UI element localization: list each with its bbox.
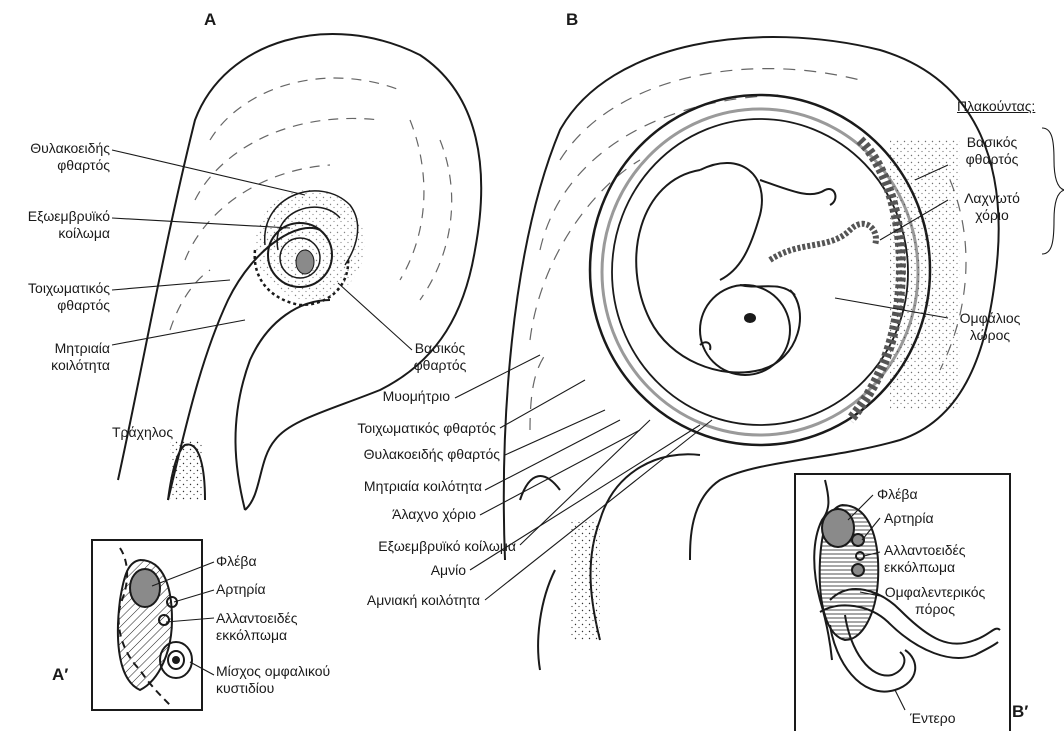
label-b-chorion-frondosum: Λαχνωτό χόριο: [952, 190, 1032, 224]
label-b-amniotic-cavity: Αμνιακή κοιλότητα: [300, 592, 480, 609]
umbilical-cord: [770, 224, 876, 260]
label-a-prime-allantois: Αλλαντοειδές εκκόλπωμα: [216, 610, 297, 644]
label-a-prime-vein: Φλέβα: [216, 553, 257, 570]
label-b-decidua-parietalis: Τοιχωματικός φθαρτός: [300, 420, 496, 437]
label-b-prime-vein: Φλέβα: [877, 486, 918, 503]
label-b-myometrium: Μυομήτριο: [300, 388, 450, 405]
label-a-cervix: Τράχηλος: [112, 424, 173, 441]
label-b-decidua-capsularis: Θυλακοειδής φθαρτός: [300, 446, 500, 463]
label-a-exocoelomic-cavity: Εξωεμβρυϊκό κοίλωμα: [0, 208, 110, 242]
label-b-uterine-cavity: Μητριαία κοιλότητα: [300, 478, 482, 495]
implantation-site-a: [255, 190, 365, 300]
label-a-uterine-cavity: Μητριαία κοιλότητα: [0, 340, 110, 374]
panel-b-prime-title: B′: [1012, 702, 1028, 722]
label-b-amnion: Αμνίο: [300, 562, 466, 579]
label-b-placenta-heading: Πλακούντας:: [957, 98, 1035, 115]
panel-a-title: A: [204, 10, 216, 30]
label-b-umbilical-cord: Ομφάλιος λώρος: [948, 310, 1032, 344]
label-b-prime-vitelline-duct: Ομφαλεντερικός πόρος: [864, 584, 1006, 618]
label-a-prime-yolk-stalk: Μίσχος ομφαλικού κυστιδίου: [216, 663, 330, 697]
vein-b-prime: [822, 509, 854, 547]
chorionic-sac-b: [590, 95, 930, 445]
label-b-decidua-basalis: Βασικός φθαρτός: [952, 134, 1032, 168]
label-a-decidua-capsularis: Θυλακοειδής φθαρτός: [0, 140, 110, 174]
panel-b-title: B: [566, 10, 578, 30]
panel-a-prime-title: A′: [52, 665, 68, 685]
label-b-chorion-laeve: Άλαχνο χόριο: [300, 506, 476, 523]
label-b-prime-intestine: Έντερο: [910, 710, 956, 727]
label-b-prime-artery: Αρτηρία: [884, 510, 934, 527]
vein-a-prime: [130, 569, 160, 607]
label-a-prime-artery: Αρτηρία: [216, 581, 266, 598]
fetus: [636, 163, 835, 375]
label-a-decidua-basalis: Βασικός φθαρτός: [395, 340, 485, 374]
label-b-exocoelomic-cavity: Εξωεμβρυϊκό κοίλωμα: [300, 538, 516, 555]
label-a-decidua-parietalis: Τοιχωματικός φθαρτός: [0, 280, 110, 314]
label-b-prime-allantois: Αλλαντοειδές εκκόλπωμα: [884, 542, 965, 576]
panel-a-prime-inset: [92, 540, 202, 710]
